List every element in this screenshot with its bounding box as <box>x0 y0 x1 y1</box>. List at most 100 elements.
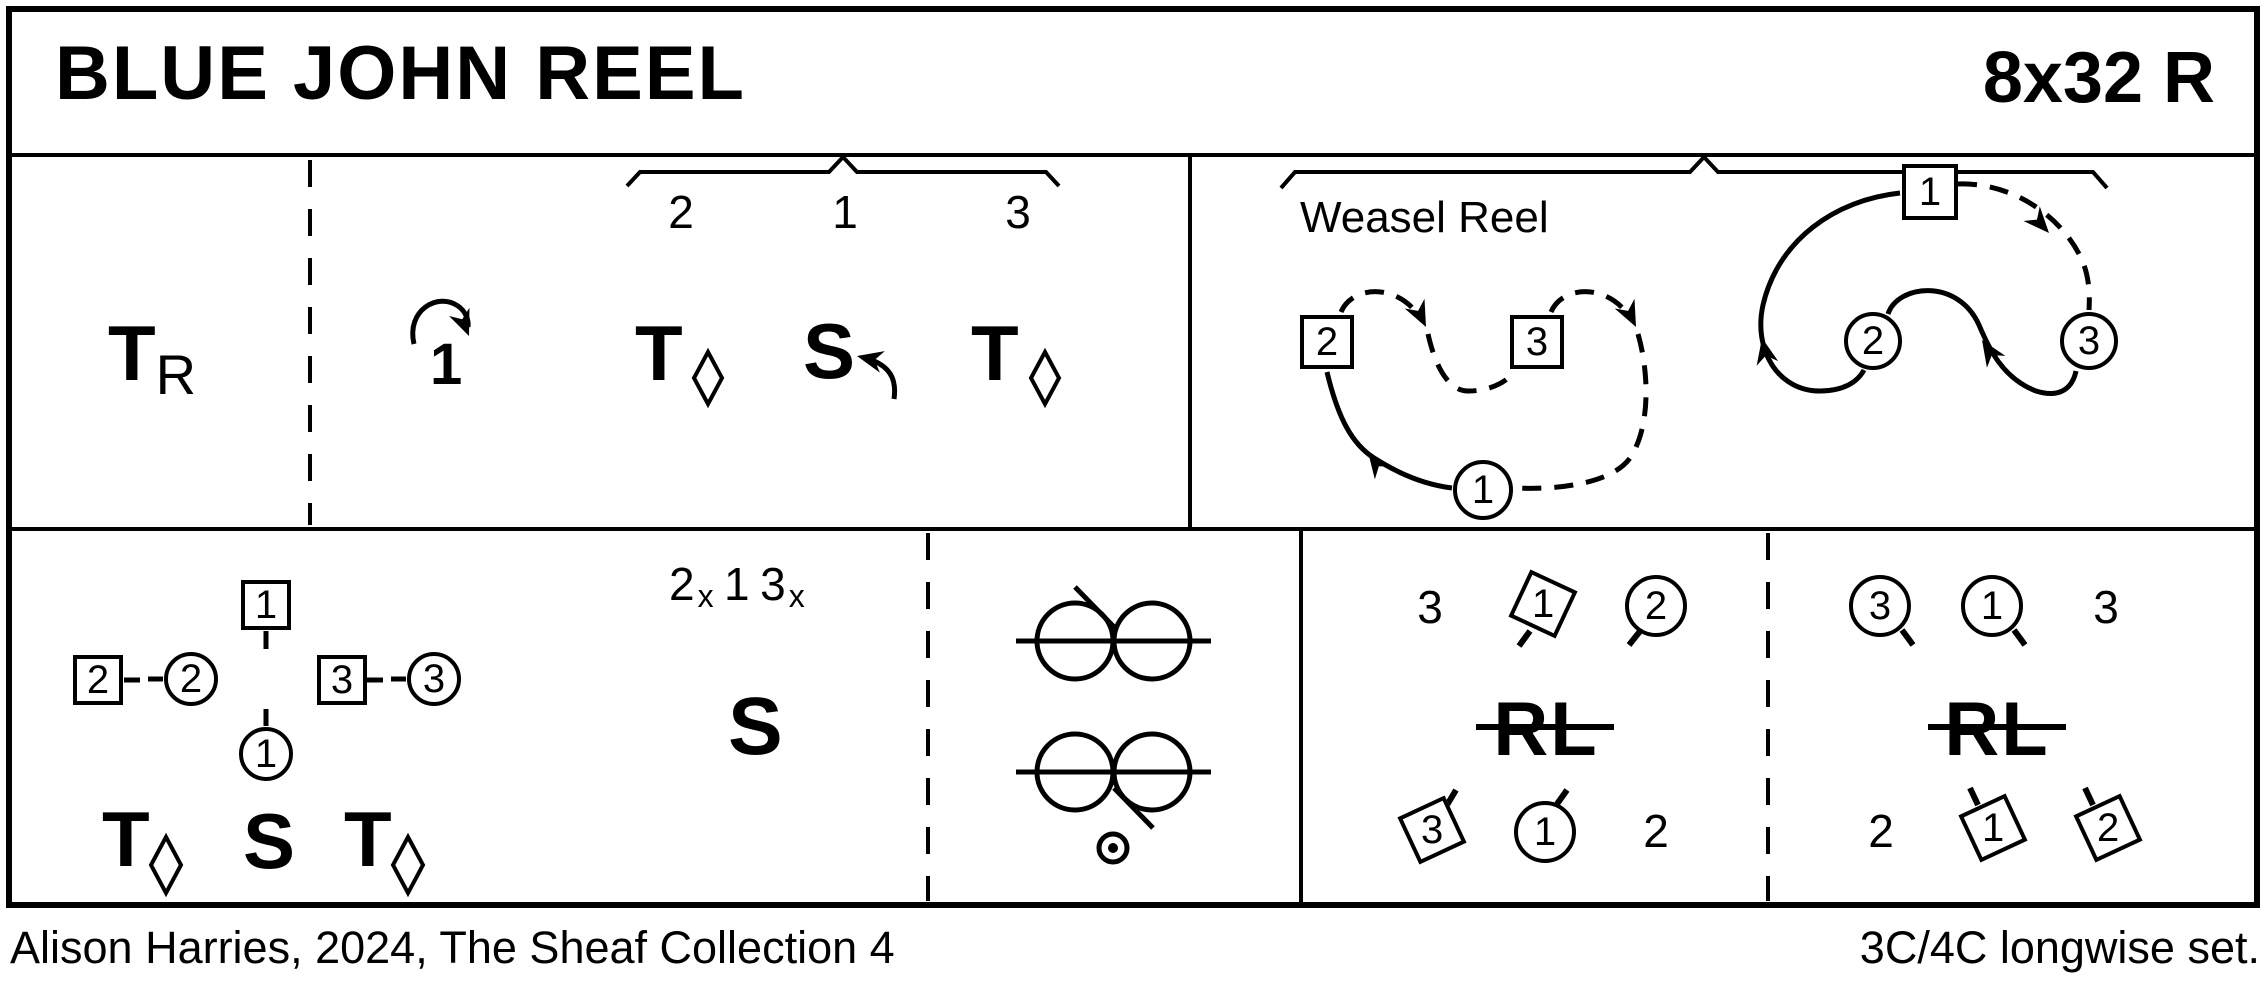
dancer-number: 1 <box>1918 170 1942 214</box>
ladies-chain-icon <box>1016 731 1211 830</box>
diamond-icon <box>1028 347 1062 409</box>
position-number: 2 <box>1868 805 1894 857</box>
dashed-track <box>1338 289 1423 319</box>
dancer-number: 1 <box>1531 582 1555 626</box>
dancer-square-2: 2 <box>1300 315 1354 369</box>
dancer-number: 3 <box>422 657 446 701</box>
diamond-icon <box>390 832 426 898</box>
position-number: 3 <box>1417 581 1443 633</box>
cast-number: 1 <box>430 332 463 397</box>
dancer-square-1: 1 <box>241 580 291 630</box>
dashed-track <box>1425 333 1517 394</box>
arrowhead-icon <box>1404 298 1426 327</box>
dancer-circle-2: 2 <box>1844 312 1902 370</box>
arrowhead-icon <box>1756 338 1779 366</box>
arrowhead-icon <box>2023 206 2049 233</box>
arrowhead-icon <box>1614 298 1636 327</box>
weasel-right-arrowheads <box>1756 206 2049 368</box>
dancer-circle-1: 1 <box>1514 801 1576 863</box>
dancer-square-1: 1 <box>1902 164 1958 220</box>
dancer-number: 1 <box>1980 584 2004 628</box>
dancer-circle-2: 2 <box>1625 575 1687 637</box>
weasel-reel-label: Weasel Reel <box>1300 193 1549 242</box>
hook-arrow-icon <box>857 351 898 400</box>
phrase-braces <box>625 154 2109 190</box>
dancer-number: 2 <box>179 657 203 701</box>
dancer-number: 2 <box>1315 320 1339 364</box>
dancer-circle-3: 3 <box>2060 312 2118 370</box>
order-number: 1 <box>724 558 753 610</box>
dancer-circle-3: 3 <box>407 652 461 706</box>
cast-arrow-icon <box>410 298 471 345</box>
turn-letter: T <box>108 309 156 397</box>
weasel-left-arrowheads <box>1368 298 1636 480</box>
rights-and-lefts-label: RL <box>1944 687 2050 772</box>
set-type-line: 3C/4C longwise set. <box>1859 922 2260 973</box>
ladies-chain-icon <box>1016 585 1211 682</box>
facing-ticks-cross <box>124 631 406 726</box>
dancer-circle-1: 1 <box>1453 460 1513 520</box>
facing-ticks-rl <box>1444 628 2096 807</box>
progression-order: 2x 1 3x <box>669 558 808 614</box>
dancer-number: 2 <box>1644 584 1668 628</box>
table-grid <box>6 6 2260 908</box>
dancer-number: 3 <box>1868 584 1892 628</box>
dancer-number: 2 <box>1861 319 1885 363</box>
dancer-square-2: 2 <box>73 655 123 705</box>
dancer-circle-1: 1 <box>1961 575 2023 637</box>
dancer-number: 3 <box>330 658 354 702</box>
position-number: 2 <box>1643 805 1669 857</box>
dancer-number: 2 <box>2096 806 2120 850</box>
solid-track <box>1324 371 1453 491</box>
dot-circle-icon <box>1096 831 1130 865</box>
turn-subscript: R <box>155 343 197 406</box>
solid-track <box>1885 288 2079 396</box>
turn-right-symbol: TR <box>108 314 196 406</box>
diamond-icon <box>148 832 184 898</box>
diamond-icon <box>691 347 725 409</box>
dancer-number: 1 <box>254 583 278 627</box>
order-number: 3 <box>760 558 789 610</box>
arrowhead-icon <box>1982 340 2006 368</box>
dancer-number: 1 <box>1981 806 2005 850</box>
solid-track <box>1758 190 1901 394</box>
credit-line: Alison Harries, 2024, The Sheaf Collecti… <box>10 922 895 973</box>
dancer-number: 3 <box>1420 808 1444 852</box>
brace-number-1: 1 <box>832 186 858 238</box>
dancer-number: 3 <box>2077 319 2101 363</box>
dancer-number: 2 <box>86 658 110 702</box>
rights-and-lefts-label: RL <box>1493 687 1599 772</box>
outer-border <box>6 6 2260 908</box>
order-crossed-marker: x <box>788 578 808 614</box>
page-title: BLUE JOHN REEL <box>55 31 746 116</box>
arrowhead-icon <box>1368 452 1393 480</box>
turn-both-hands-symbol: T <box>971 309 1019 397</box>
brace-number-2: 2 <box>668 186 694 238</box>
dancer-circle-2: 2 <box>164 652 218 706</box>
order-number: 2 <box>669 558 698 610</box>
dancer-number: 1 <box>1533 810 1557 854</box>
brace-weasel-reel <box>1279 154 2109 190</box>
lozenge-icons <box>148 347 1062 898</box>
time-signature: 8x32 R <box>1982 38 2215 118</box>
position-number: 3 <box>2093 581 2119 633</box>
dancer-number: 1 <box>254 732 278 776</box>
dancer-number: 3 <box>1525 320 1549 364</box>
dancer-square-3: 3 <box>317 655 367 705</box>
set-advance-symbol: S <box>803 307 856 395</box>
brace-bars-1-8 <box>625 154 1061 188</box>
turn-both-hands-symbol: T <box>102 795 150 883</box>
dancer-circle-1: 1 <box>239 727 293 781</box>
dashed-track <box>1515 333 1649 491</box>
turn-both-hands-symbol: T <box>635 309 683 397</box>
dancer-number: 1 <box>1471 468 1495 512</box>
dancer-circle-3: 3 <box>1849 575 1911 637</box>
dashed-track <box>1957 181 2092 311</box>
dancer-square-3: 3 <box>1510 315 1564 369</box>
dashed-track <box>1548 289 1633 319</box>
brace-number-3: 3 <box>1005 186 1031 238</box>
set-symbol: S <box>243 797 296 885</box>
set-symbol-large: S <box>728 681 783 772</box>
